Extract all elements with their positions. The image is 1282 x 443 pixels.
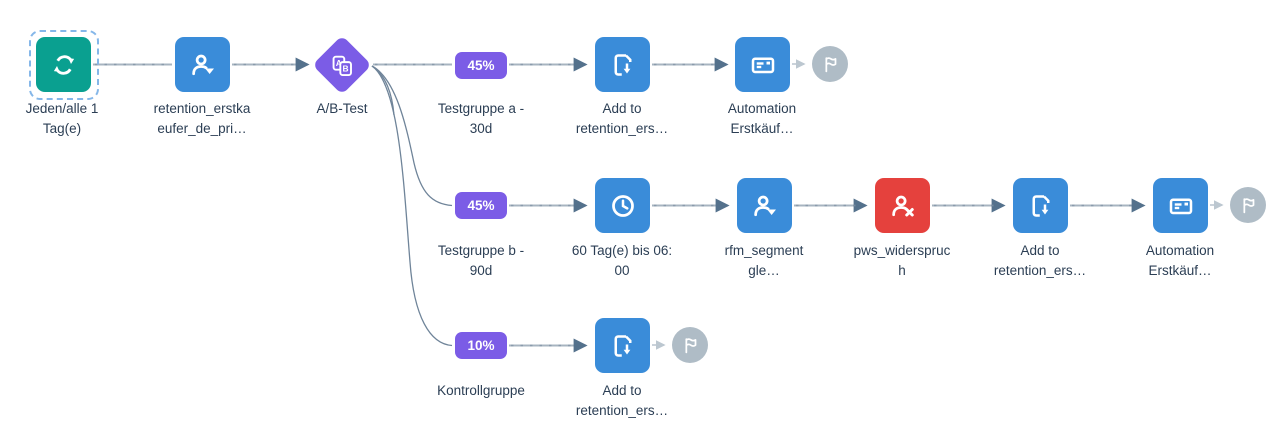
branch-2-end-node <box>1230 187 1266 223</box>
branch-2-wait-node[interactable] <box>595 178 650 233</box>
add-to-list-icon <box>614 53 631 76</box>
branch-3-add-to-list-node[interactable] <box>595 318 650 373</box>
email-campaign-icon <box>1169 198 1192 214</box>
clock-icon <box>611 194 634 217</box>
branch-2-exclude-node[interactable] <box>875 178 930 233</box>
branch-1-automation-node[interactable] <box>735 37 790 92</box>
branch-1-group-label: Testgruppe a - 30d <box>437 101 525 136</box>
branch-3-percentage-badge[interactable]: 10% <box>455 332 507 359</box>
branch-2-group-label: Testgruppe b - 90d <box>437 243 525 278</box>
branch-1-step-1-label: Add to retention_ers… <box>575 101 669 136</box>
svg-text:A: A <box>336 57 342 67</box>
add-to-list-icon <box>614 334 631 357</box>
node-label-ab-test: A/B-Test <box>316 101 368 116</box>
email-campaign-icon <box>751 57 774 73</box>
refresh-icon <box>53 54 74 75</box>
branch-3-end-node <box>672 327 708 363</box>
target-group-icon <box>753 195 776 216</box>
target-group-icon <box>191 54 214 75</box>
node-label-start: Jeden/alle 1 Tag(e) <box>25 101 99 136</box>
branch-3-step-1-label: Add to retention_ers… <box>575 383 669 418</box>
branch-2-step-2-label: rfm_segment gle… <box>724 243 804 278</box>
branch-2-percentage-badge[interactable]: 45% <box>455 192 507 219</box>
branch-1-step-2-label: Automation Erstkäuf… <box>727 101 797 136</box>
branch-2-segment-node[interactable] <box>737 178 792 233</box>
start-schedule-node[interactable] <box>36 37 91 92</box>
branch-1-percentage-badge[interactable]: 45% <box>455 52 507 79</box>
ab-test-node[interactable]: A B <box>312 35 372 95</box>
selection-outline <box>29 30 99 100</box>
branch-2-step-4-label: Add to retention_ers… <box>993 243 1087 278</box>
end-flag-icon <box>685 338 697 354</box>
branch-2-automation-node[interactable] <box>1153 178 1208 233</box>
branch-1-end-node <box>812 46 848 82</box>
end-flag-icon <box>1243 198 1255 214</box>
branch-2-add-to-list-node[interactable] <box>1013 178 1068 233</box>
ab-test-icon: A B <box>332 55 352 76</box>
branch-2-step-5-label: Automation Erstkäuf… <box>1145 243 1215 278</box>
branch-2-step-3-label: pws_widerspruc h <box>853 243 951 278</box>
end-flag-icon <box>825 57 837 73</box>
exclude-group-icon <box>891 195 914 217</box>
svg-text:B: B <box>343 63 349 73</box>
branch-1-add-to-list-node[interactable] <box>595 37 650 92</box>
branch-2-step-1-label: 60 Tag(e) bis 06: 00 <box>571 243 673 278</box>
node-label-target-group: retention_erstka eufer_de_pri… <box>153 101 251 136</box>
target-group-node[interactable] <box>175 37 230 92</box>
branch-3-group-label: Kontrollgruppe <box>437 383 525 398</box>
add-to-list-icon <box>1032 194 1049 217</box>
